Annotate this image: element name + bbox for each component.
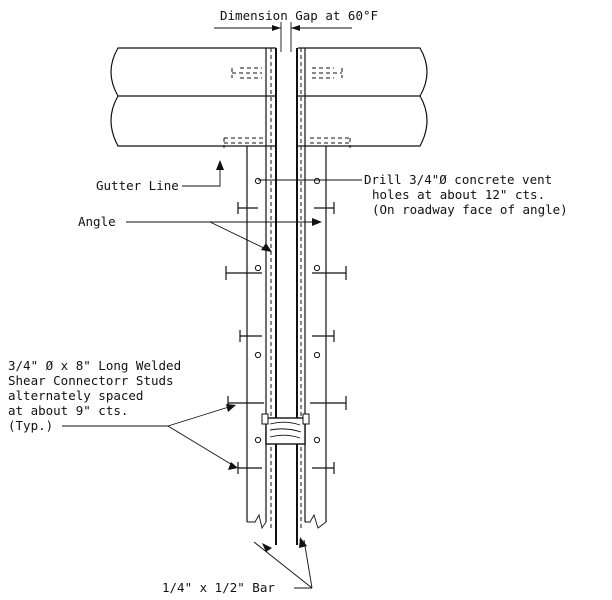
vent-hole xyxy=(313,436,321,444)
bar-leader-left xyxy=(253,541,313,589)
angle-label: Angle xyxy=(78,214,116,229)
angle-arrow-left xyxy=(261,243,272,252)
spacer-clip-left xyxy=(261,413,269,425)
slab-anchor-top-left xyxy=(231,67,262,79)
gutter-line-label: Gutter Line xyxy=(96,178,179,193)
angle-arrow-right xyxy=(312,218,322,226)
shear-stud xyxy=(312,266,347,280)
vent-holes xyxy=(254,177,321,444)
vent-hole xyxy=(313,177,321,185)
joint-members xyxy=(246,48,327,545)
shear-stud xyxy=(314,202,335,214)
vent-hole xyxy=(254,351,262,359)
slab-section-right xyxy=(298,47,428,147)
spacer-clip-right xyxy=(302,413,310,425)
vent-note-line-3: (On roadway face of angle) xyxy=(372,202,568,217)
gutter-arrow xyxy=(216,160,224,170)
slab-anchor-bottom-right xyxy=(310,137,351,148)
break-line-left xyxy=(247,513,267,530)
stud-arrow-upper xyxy=(226,404,236,412)
vent-hole xyxy=(254,264,262,272)
stud-note-line-1: 3/4" Ø x 8" Long Welded xyxy=(8,358,181,373)
slab-section-left xyxy=(110,47,276,147)
slab-outline-left xyxy=(110,47,276,147)
timber-spacer-block xyxy=(261,413,310,445)
vent-hole xyxy=(313,351,321,359)
dimension-gap-label: Dimension Gap at 60°F xyxy=(220,8,378,23)
bar-arrow-right xyxy=(299,537,307,548)
stud-note-line-4: at about 9" cts. xyxy=(8,403,128,418)
vent-hole xyxy=(313,264,321,272)
stud-arrow-lower xyxy=(228,462,238,470)
shear-stud xyxy=(312,330,335,342)
slab-anchors xyxy=(223,67,351,148)
dimension-gap-callout: Dimension Gap at 60°F xyxy=(214,8,378,52)
stud-note-line-3: alternately spaced xyxy=(8,388,143,403)
dimension-arrow-right xyxy=(291,25,300,31)
angle-leader-diagonal xyxy=(209,221,269,251)
stud-leader-upper xyxy=(167,405,233,427)
stud-leader-lower xyxy=(167,425,235,467)
vent-note-line-1: Drill 3/4"Ø concrete vent xyxy=(364,172,552,187)
wood-grain xyxy=(269,421,302,439)
gutter-line-callout: Gutter Line xyxy=(96,160,224,193)
bar-leader-right xyxy=(303,539,313,589)
vent-hole xyxy=(254,436,262,444)
studs-right xyxy=(310,202,347,474)
stud-note: 3/4" Ø x 8" Long Welded Shear Connectorr… xyxy=(8,358,238,470)
shear-stud xyxy=(237,462,262,474)
stud-note-line-5: (Typ.) xyxy=(8,418,53,433)
slab-outline-right xyxy=(298,47,428,147)
vent-hole xyxy=(254,177,262,185)
break-line-right xyxy=(305,513,327,529)
bar-callout: 1/4" x 1/2" Bar xyxy=(162,537,313,595)
shear-stud xyxy=(239,330,262,342)
angle-callout: Angle xyxy=(78,214,322,252)
vent-hole-note: Drill 3/4"Ø concrete vent holes at about… xyxy=(258,172,568,217)
shear-stud xyxy=(225,266,262,280)
slab-anchor-bottom-left xyxy=(223,137,264,148)
stud-note-line-2: Shear Connectorr Studs xyxy=(8,373,174,388)
shear-stud xyxy=(227,396,264,410)
dimension-arrow-left xyxy=(272,25,281,31)
gutter-leader xyxy=(182,165,221,187)
shear-stud xyxy=(310,396,347,410)
vent-note-line-2: holes at about 12" cts. xyxy=(372,187,545,202)
shear-stud xyxy=(237,202,258,214)
bar-arrow-left xyxy=(262,543,272,552)
slab-anchor-top-right xyxy=(312,67,343,79)
bar-label: 1/4" x 1/2" Bar xyxy=(162,580,275,595)
studs-left xyxy=(225,202,264,474)
shear-stud xyxy=(312,462,335,474)
